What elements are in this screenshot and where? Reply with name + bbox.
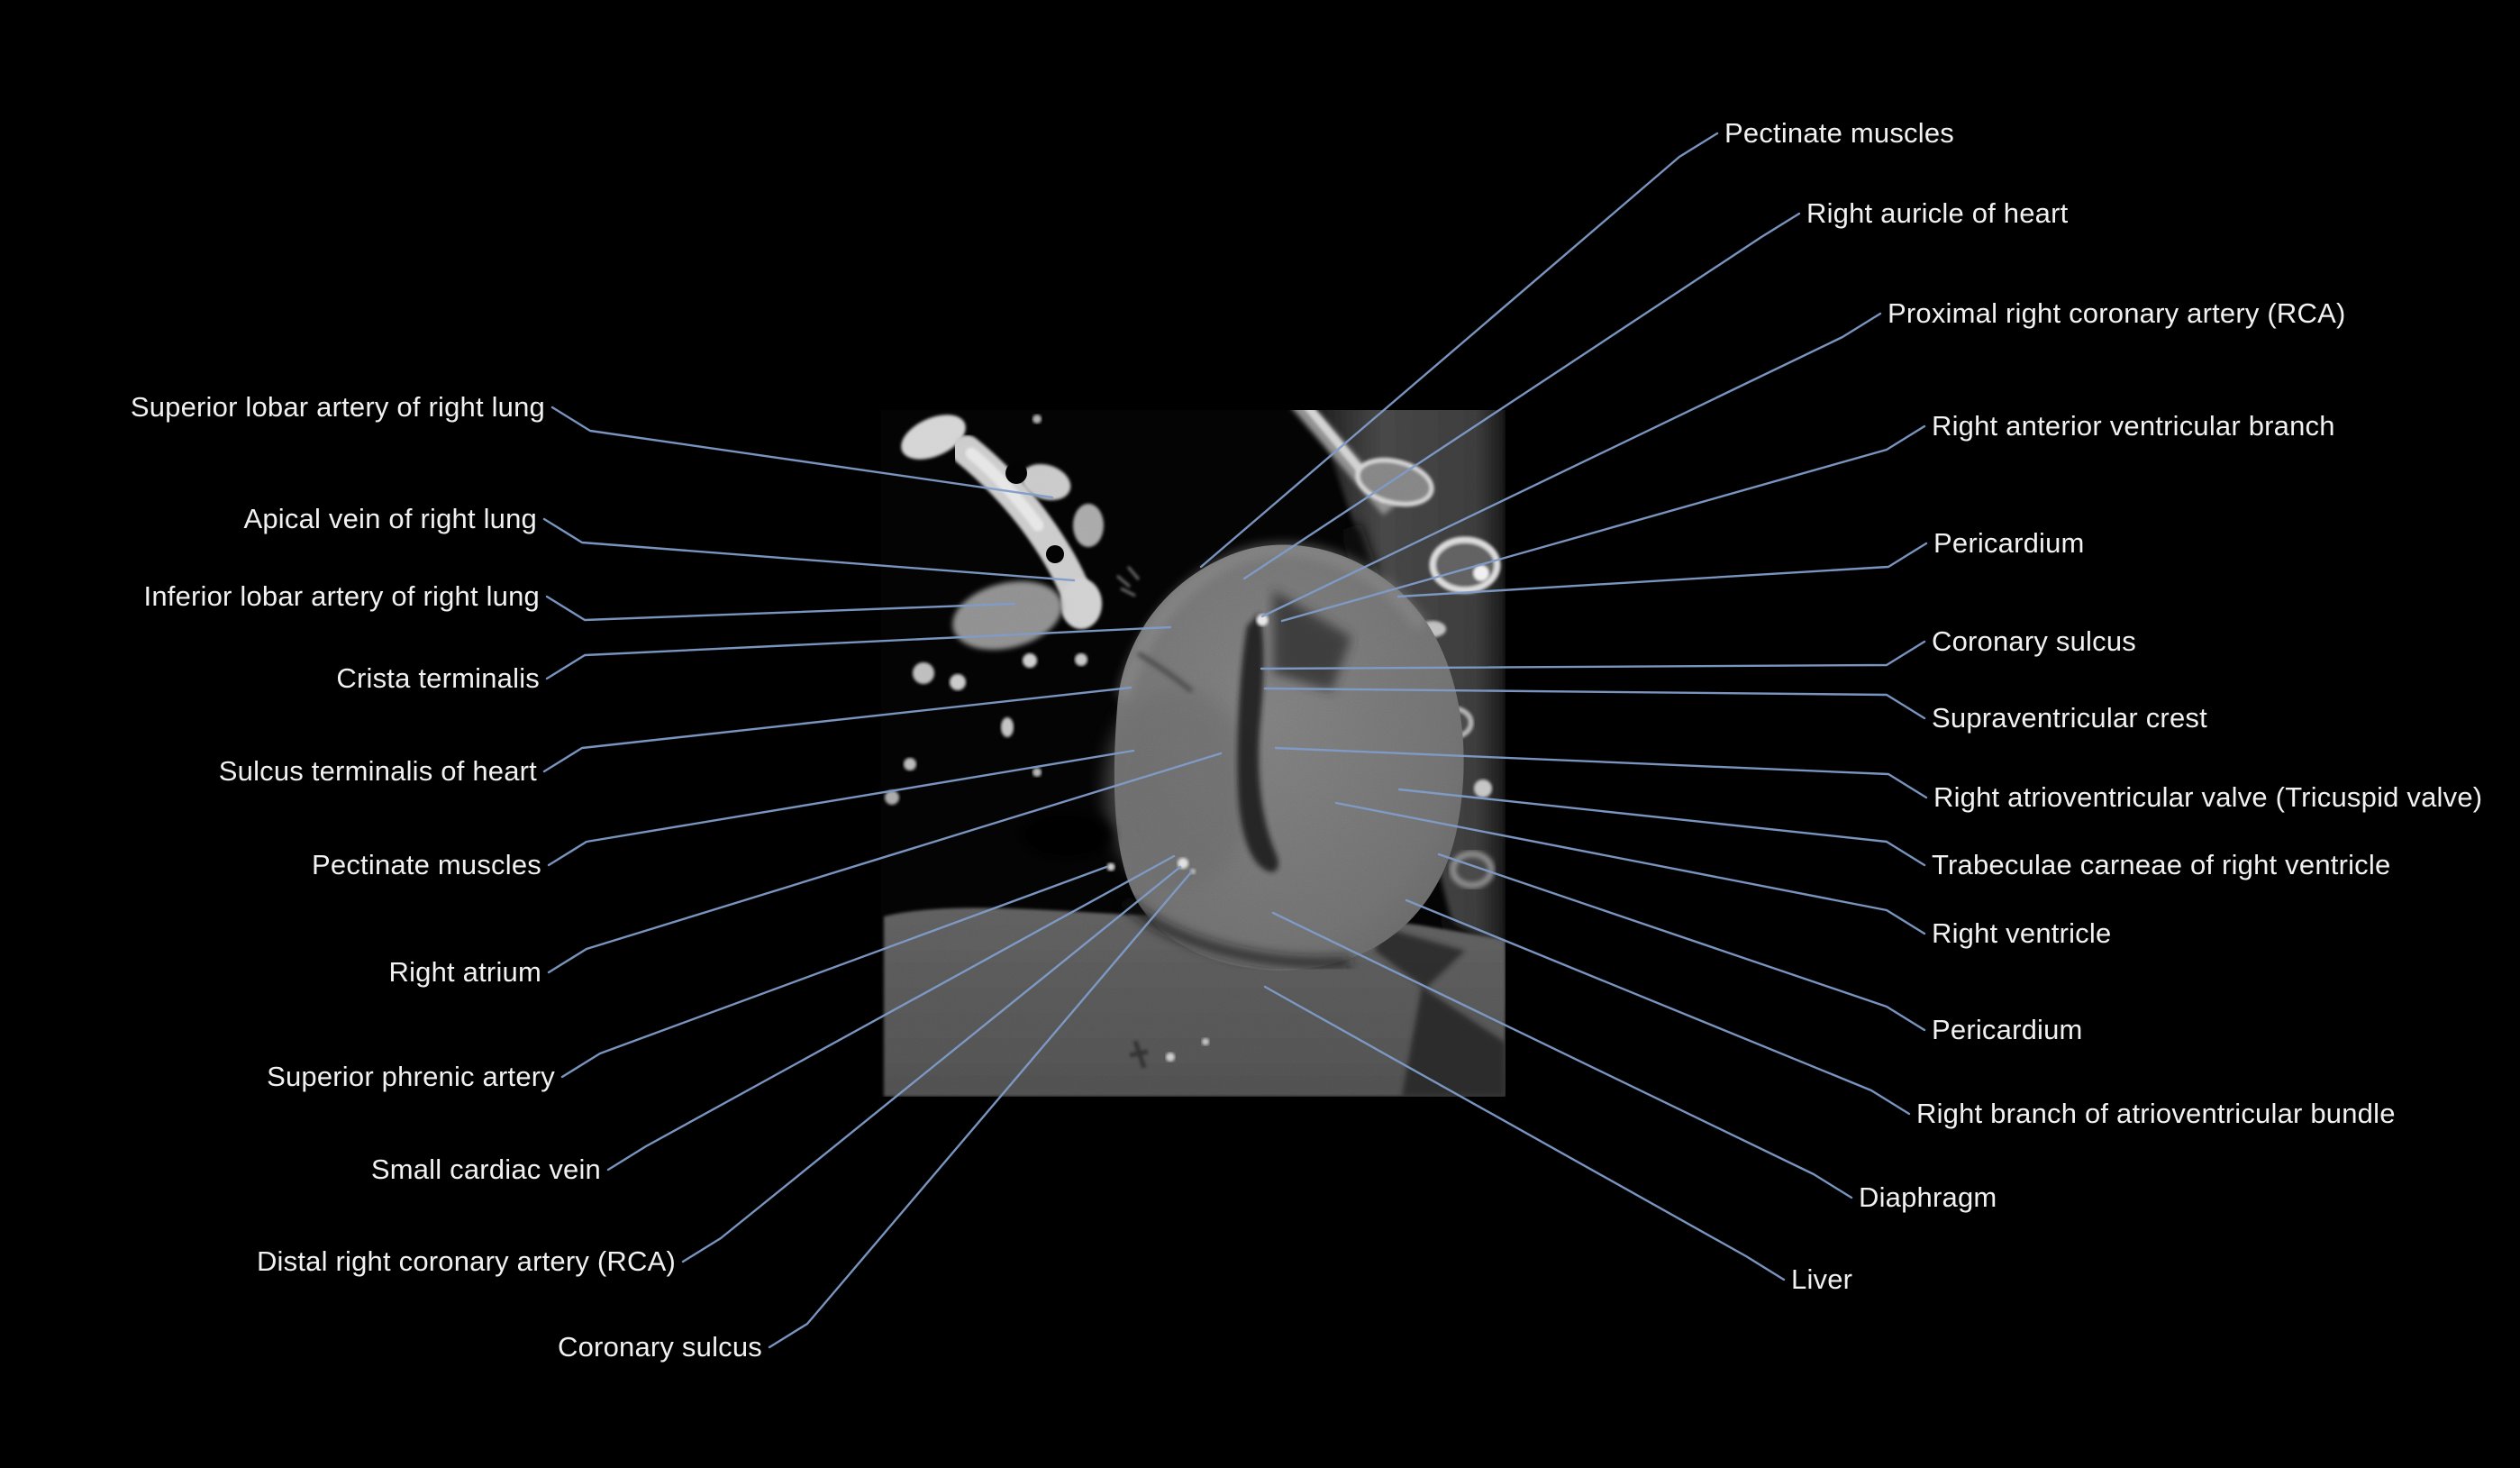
anatomy-label: Superior lobar artery of right lung	[130, 391, 545, 424]
anatomy-label: Right anterior ventricular branch	[1932, 410, 2335, 442]
anatomy-label: Apical vein of right lung	[243, 503, 537, 535]
anatomy-label: Right atrioventricular valve (Tricuspid …	[1933, 781, 2483, 814]
anatomy-label: Supraventricular crest	[1932, 702, 2207, 734]
anatomy-label: Right ventricle	[1932, 917, 2112, 950]
anatomy-label: Coronary sulcus	[558, 1331, 762, 1363]
anatomy-label: Distal right coronary artery (RCA)	[256, 1245, 676, 1278]
anatomy-label: Right auricle of heart	[1806, 197, 2069, 230]
anatomy-label: Inferior lobar artery of right lung	[143, 580, 540, 613]
anatomy-label: Pectinate muscles	[1724, 117, 1954, 150]
anatomy-label: Pectinate muscles	[312, 849, 541, 881]
anatomy-label: Crista terminalis	[336, 662, 540, 695]
anatomy-label: Pericardium	[1932, 1014, 2083, 1046]
anatomy-label: Right branch of atrioventricular bundle	[1916, 1098, 2396, 1130]
anatomy-label: Superior phrenic artery	[267, 1061, 555, 1093]
anatomy-label: Diaphragm	[1859, 1181, 1997, 1214]
anatomy-label: Small cardiac vein	[370, 1153, 601, 1186]
anatomy-label: Sulcus terminalis of heart	[218, 755, 537, 788]
anatomy-label: Pericardium	[1933, 527, 2085, 560]
anatomy-label: Proximal right coronary artery (RCA)	[1888, 297, 2346, 330]
anatomy-label: Trabeculae carneae of right ventricle	[1932, 849, 2391, 881]
anatomy-label: Liver	[1791, 1263, 1853, 1296]
anatomy-label: Coronary sulcus	[1932, 625, 2136, 658]
anatomy-label: Right atrium	[388, 956, 541, 989]
